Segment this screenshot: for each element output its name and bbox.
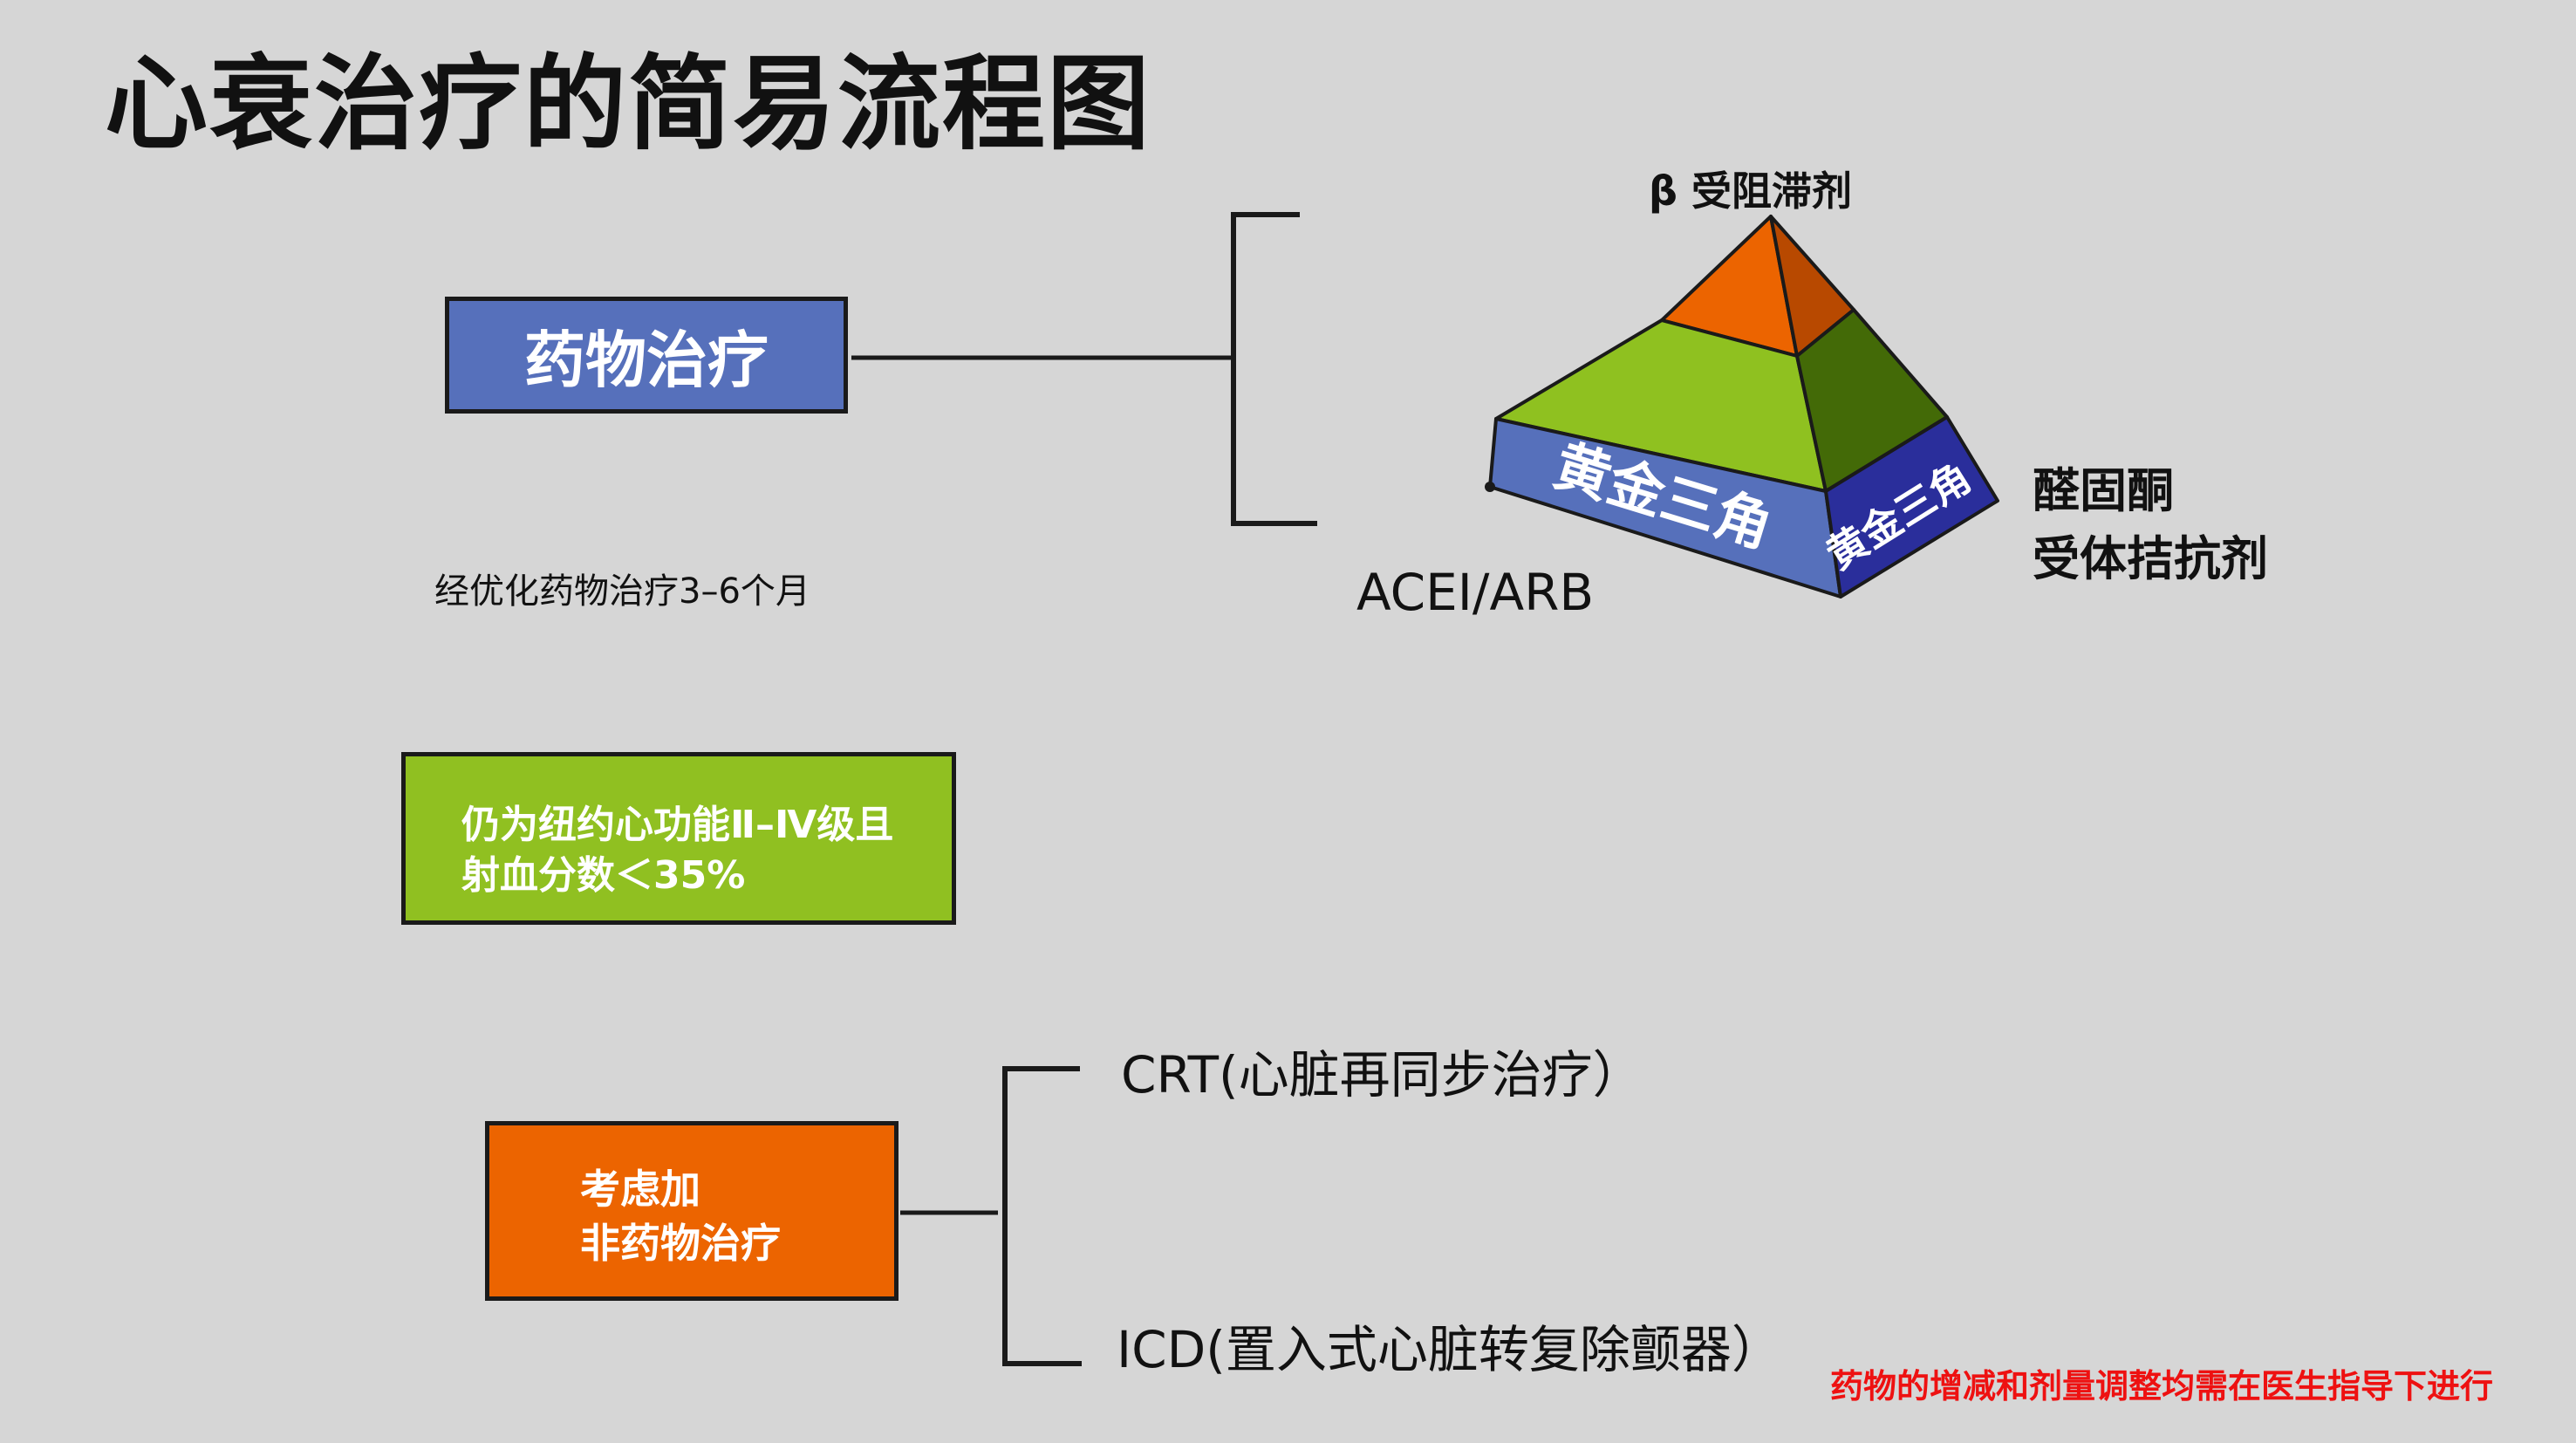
bracket-drug — [1231, 212, 1317, 526]
pyramid-base-side — [1824, 415, 1999, 598]
page-title: 心衰治疗的简易流程图 — [105, 44, 1152, 164]
acei-arb-label: ACEI/ARB — [1356, 563, 1595, 622]
mra-label-line1: 醛固酮 — [2033, 463, 2174, 518]
pyramid-corner-dot — [1485, 482, 1495, 492]
nondrug-line2: 非药物治疗 — [580, 1220, 781, 1268]
mra-label-line2: 受体拮抗剂 — [2033, 531, 2268, 586]
optimization-note: 经优化药物治疗3–6个月 — [434, 571, 810, 612]
condition-box: 仍为纽约心功能Ⅱ–Ⅳ级且 射血分数＜35% — [401, 752, 956, 925]
drug-therapy-box: 药物治疗 — [445, 297, 848, 414]
nondrug-therapy-box: 考虑加 非药物治疗 — [485, 1121, 899, 1301]
disclaimer-note: 药物的增减和剂量调整均需在医生指导下进行 — [1830, 1367, 2494, 1405]
icd-option: ICD(置入式心脏转复除颤器） — [1117, 1320, 1782, 1379]
nondrug-line1: 考虑加 — [580, 1166, 700, 1213]
beta-blocker-label: β 受阻滞剂 — [1649, 168, 1852, 215]
condition-line1: 仍为纽约心功能Ⅱ–Ⅳ级且 — [461, 803, 894, 847]
condition-line2: 射血分数＜35% — [461, 853, 746, 899]
bracket-nondrug — [1002, 1066, 1082, 1366]
pyramid — [1488, 215, 1999, 598]
crt-option: CRT(心脏再同步治疗） — [1121, 1045, 1643, 1104]
